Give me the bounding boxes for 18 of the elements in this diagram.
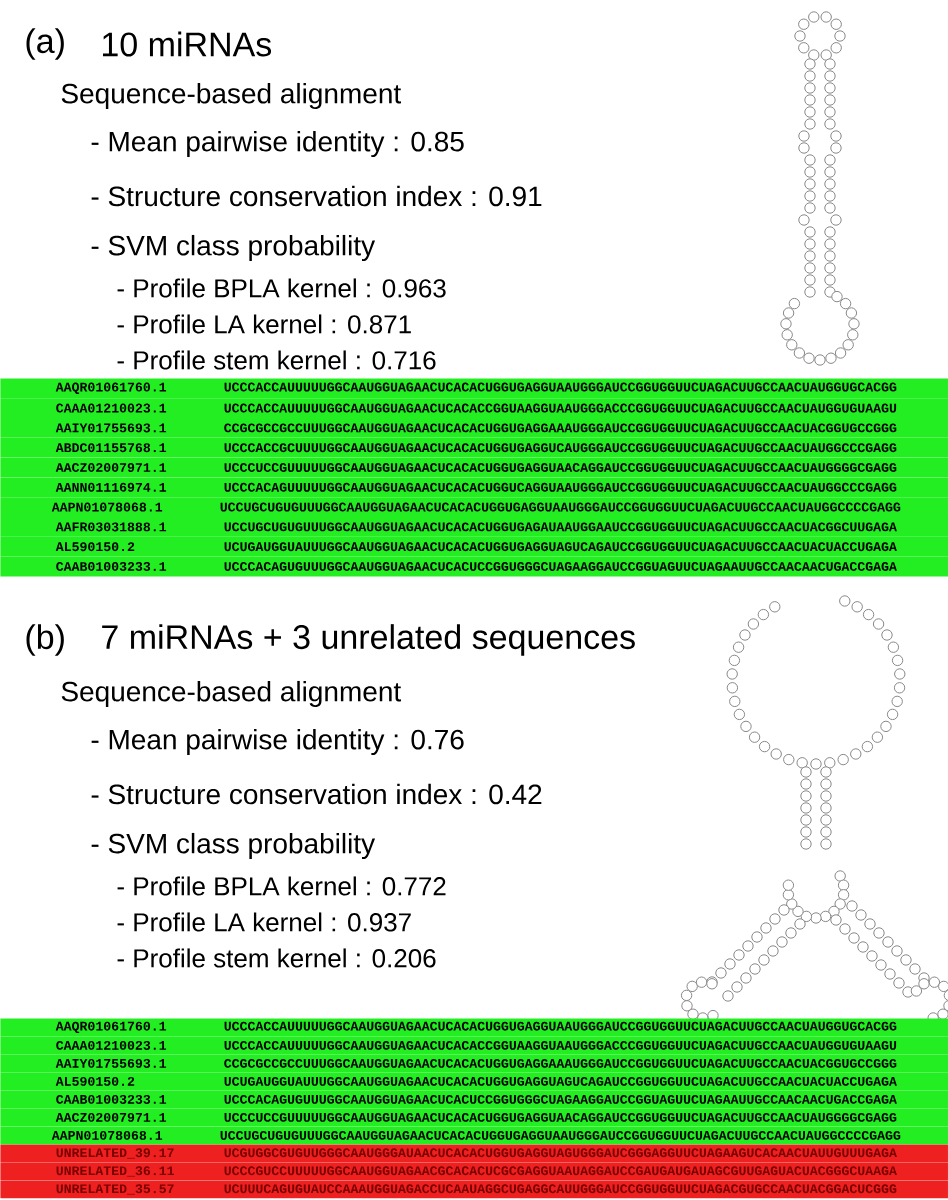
panel-heading: 7 miRNAs + 3 unrelated sequences bbox=[102, 624, 635, 656]
metric-text: - Profile stem kernel : 0.206 bbox=[117, 948, 436, 968]
metric-text: - Structure conservation index : 0.42 bbox=[91, 783, 542, 805]
method-text: Sequence-based alignment bbox=[61, 680, 401, 708]
metric-text: - Profile LA kernel : 0.937 bbox=[117, 912, 411, 932]
metric-text: - Profile BPLA kernel : 0.772 bbox=[117, 876, 446, 896]
panel-label: (b) bbox=[26, 624, 64, 656]
metric-text: - Structure conservation index : 0.91 bbox=[91, 185, 542, 207]
metric-text: - Mean pairwise identity : 0.85 bbox=[91, 130, 464, 158]
panel-heading: 10 miRNAs bbox=[103, 31, 272, 57]
metric-text: - SVM class probability bbox=[91, 832, 376, 860]
metric-text: - Mean pairwise identity : 0.76 bbox=[91, 728, 464, 756]
panel-label: (a) bbox=[26, 28, 64, 60]
method-text: Sequence-based alignment bbox=[61, 82, 401, 110]
metric-text: - Profile BPLA kernel : 0.963 bbox=[117, 278, 446, 298]
metric-text: - Profile LA kernel : 0.871 bbox=[117, 314, 411, 334]
metric-text: - Profile stem kernel : 0.716 bbox=[117, 350, 436, 370]
metric-text: - SVM class probability bbox=[91, 234, 376, 262]
